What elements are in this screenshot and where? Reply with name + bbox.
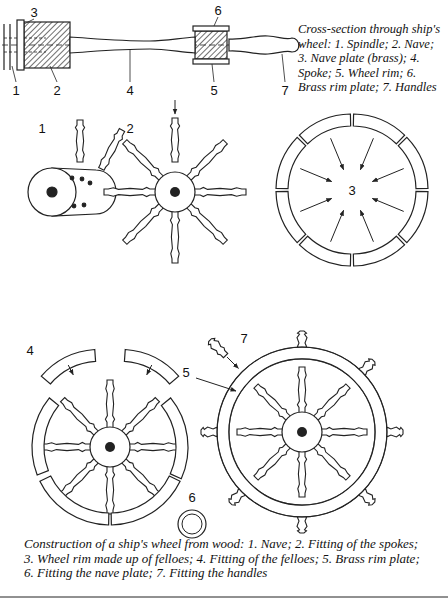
felloe (299, 114, 350, 144)
felloe (276, 191, 306, 242)
callout-number: 5 (210, 84, 217, 97)
callout-number: 4 (26, 344, 33, 357)
felloe (353, 114, 404, 144)
nave-drawing (28, 120, 126, 216)
callout-number: 7 (281, 84, 288, 97)
arrow (147, 365, 152, 375)
felloe (398, 191, 428, 242)
arrow (360, 210, 373, 241)
felloe (111, 476, 180, 525)
felloes-drawing (276, 114, 428, 266)
arrow (175, 100, 176, 114)
felloe (32, 398, 59, 475)
felloe (353, 236, 404, 266)
nave (282, 412, 322, 452)
callout-number: 2 (126, 122, 133, 135)
callout-number: 3 (348, 184, 355, 197)
spokes-drawing (104, 100, 246, 263)
arrow (196, 378, 236, 391)
callout-number: 4 (126, 84, 133, 97)
felloe (41, 350, 95, 385)
spoke (321, 427, 367, 436)
arrow (331, 138, 344, 169)
brass-rim-plate (229, 359, 375, 505)
spoke (170, 211, 179, 263)
finished-wheel-drawing (178, 331, 403, 538)
spoke (105, 380, 114, 428)
spoke (185, 202, 228, 245)
spoke (170, 118, 179, 162)
spoke (122, 139, 165, 182)
nave-plate (178, 510, 206, 538)
spoke (237, 427, 283, 436)
spoke (253, 442, 292, 481)
spindle-hole (297, 427, 307, 437)
spoke (59, 457, 99, 497)
figure-caption: Construction of a ship's wheel from wood… (24, 537, 424, 581)
cross-section (2, 17, 302, 82)
spindle-hole (105, 442, 115, 452)
spoke (129, 442, 177, 451)
arrow (372, 198, 403, 211)
arrow (360, 138, 373, 169)
brass-rim-plate (217, 347, 387, 517)
spoke (104, 187, 156, 196)
spoke (75, 120, 84, 162)
spoke (120, 457, 160, 497)
felloe (124, 350, 178, 385)
felloe (161, 398, 188, 479)
arrow (300, 198, 331, 211)
callout-number: 2 (53, 84, 60, 97)
wheel-rim (223, 353, 381, 511)
arrow (68, 365, 73, 375)
arrow (331, 210, 344, 241)
arrow (227, 357, 238, 368)
callout-number: 6 (188, 491, 195, 504)
felloe-fitting-drawing (32, 350, 188, 525)
arrow (372, 169, 403, 182)
spoke (59, 396, 99, 436)
spoke (312, 442, 351, 481)
spoke (43, 442, 91, 451)
spoke (185, 139, 228, 182)
felloe (276, 137, 306, 188)
spoke (97, 128, 126, 171)
spoke (297, 451, 306, 497)
callout-number: 5 (182, 366, 189, 379)
bottom-rule (0, 597, 448, 598)
spoke (207, 337, 230, 360)
nave (155, 172, 195, 212)
spoke (312, 383, 351, 422)
caption-text: Cross-section through ship's wheel: 1. S… (298, 22, 444, 95)
spoke (122, 202, 165, 245)
spoke (253, 383, 292, 422)
callout-number: 3 (30, 6, 37, 19)
felloe (40, 476, 109, 525)
felloe (398, 137, 428, 188)
arrow (300, 169, 331, 182)
callout-number: 6 (214, 4, 221, 17)
spoke (194, 187, 246, 196)
callout-number: 1 (38, 122, 45, 135)
spindle-hole (170, 187, 180, 197)
spoke (120, 396, 160, 436)
nave (90, 427, 130, 467)
spoke (297, 367, 306, 413)
felloe (299, 236, 350, 266)
spoke (105, 466, 114, 514)
callout-number: 1 (12, 84, 19, 97)
callout-number: 7 (240, 332, 247, 345)
